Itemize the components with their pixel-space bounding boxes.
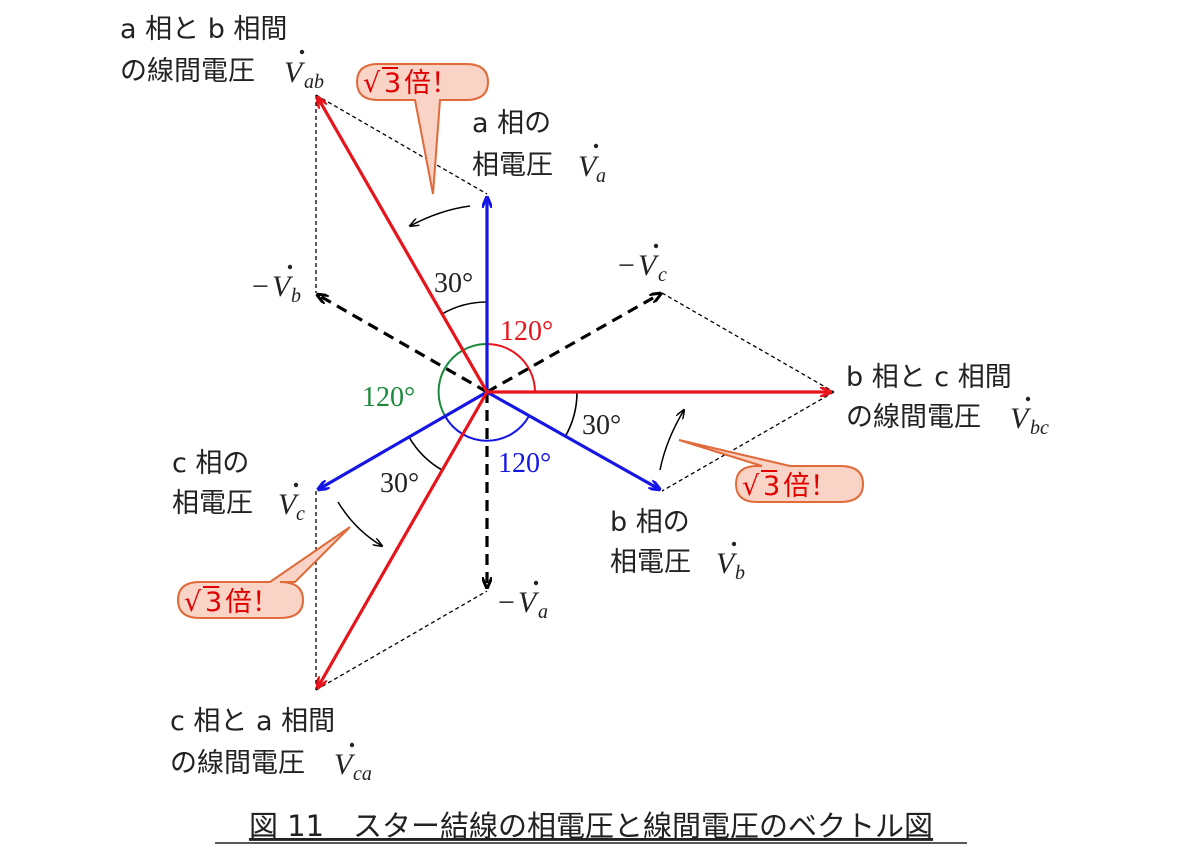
dot-mark (593, 143, 599, 149)
label-neg-va: − V a (496, 580, 548, 623)
callout-top-shape (355, 63, 490, 195)
label-neg-va-subscript: a (538, 601, 548, 623)
callout-left: √ 3 倍！ (176, 526, 351, 619)
rotation-arrow-left (337, 501, 382, 546)
arc-30-top (441, 301, 488, 315)
label-neg-vc-symbol: V (638, 249, 660, 282)
label-neg-vc-prefix: − (616, 249, 636, 282)
figure-caption: 図 11 スター結線の相電圧と線間電圧のベクトル図 (249, 809, 933, 843)
label-vc: c 相の 相電圧 V c (172, 448, 305, 525)
callout-left-root: 3 (205, 587, 222, 618)
construction-line (315, 94, 488, 195)
label-vab-line1: a 相と b 相間 (120, 14, 287, 45)
label-vbc: b 相と c 相間 の線間電圧 V bc (846, 362, 1049, 439)
callout-right: √ 3 倍！ (678, 439, 865, 503)
vector-neg-vb (318, 295, 488, 394)
callout-left-suffix: 倍！ (225, 587, 279, 618)
label-vca-line2: の線間電圧 (170, 748, 305, 779)
callout-top: √ 3 倍！ (355, 63, 490, 195)
label-vca: c 相と a 相間 の線間電圧 V ca (170, 706, 372, 785)
label-vab-symbol: V (284, 56, 306, 89)
construction-line (315, 590, 488, 691)
phase-vectors (319, 198, 659, 489)
label-vbc-line2: の線間電圧 (846, 402, 981, 433)
label-vc-symbol: V (278, 488, 300, 521)
label-vb-line2: 相電圧 (610, 547, 691, 578)
label-vca-subscript: ca (353, 763, 372, 785)
construction-lines (315, 94, 835, 691)
dot-mark (287, 264, 293, 270)
label-va-symbol: V (578, 150, 600, 183)
label-vca-symbol: V (334, 748, 356, 781)
label-vab-line2: の線間電圧 (120, 56, 255, 87)
rotation-arrow-top (410, 205, 471, 226)
arc-30-right (564, 391, 578, 438)
label-va: a 相の 相電圧 V a (472, 108, 606, 187)
label-neg-va-symbol: V (518, 586, 540, 619)
label-vc-line1: c 相の (172, 448, 249, 479)
label-neg-vc: − V c (616, 243, 667, 286)
label-vb-subscript: b (735, 562, 745, 584)
sqrt-sign: √ (184, 587, 202, 618)
vector-neg-vc (486, 294, 660, 394)
angle-arcs (408, 301, 578, 471)
label-va-line2: 相電圧 (472, 150, 553, 181)
line-vectors (318, 98, 830, 687)
sqrt-sign: √ (363, 68, 381, 99)
construction-line (661, 391, 835, 492)
label-neg-va-prefix: − (496, 586, 516, 619)
label-vbc-symbol: V (1010, 402, 1032, 435)
label-vab-subscript: ab (304, 71, 324, 93)
rotation-arrows (337, 205, 684, 546)
label-neg-vb: − V b (250, 264, 301, 307)
callout-top-root: 3 (384, 68, 401, 99)
callout-top-suffix: 倍！ (404, 68, 458, 99)
dot-mark (533, 580, 539, 586)
label-vb: b 相の 相電圧 V b (610, 507, 745, 584)
sqrt-sign: √ (742, 471, 760, 502)
label-vc-line2: 相電圧 (172, 488, 253, 519)
callout-right-suffix: 倍！ (783, 471, 837, 502)
label-va-line1: a 相の (472, 108, 551, 139)
dot-mark (299, 49, 305, 55)
dot-mark (1025, 396, 1031, 402)
label-neg-vb-subscript: b (291, 285, 301, 307)
arc-120-red (486, 343, 536, 393)
label-vb-line1: b 相の (610, 507, 690, 538)
arc-30-left (408, 436, 443, 471)
angle-label-120-red: 120° (500, 316, 553, 347)
label-neg-vc-subscript: c (658, 264, 667, 286)
dot-mark (731, 541, 737, 547)
label-vb-symbol: V (716, 547, 738, 580)
angle-label-30-left: 30° (380, 468, 419, 499)
construction-line (661, 292, 835, 393)
callout-right-root: 3 (763, 471, 780, 502)
label-va-subscript: a (596, 165, 606, 187)
label-vbc-subscript: bc (1030, 417, 1049, 439)
vector-vc (319, 390, 488, 489)
dot-mark (349, 742, 355, 748)
angle-label-30-right: 30° (582, 410, 621, 441)
rotation-arrow-right (659, 410, 684, 471)
label-vca-line1: c 相と a 相間 (170, 706, 335, 737)
label-vc-subscript: c (296, 503, 305, 525)
vector-vca (318, 391, 489, 687)
angle-label-120-blue: 120° (498, 448, 551, 479)
angle-label-30-top: 30° (434, 268, 473, 299)
label-neg-vb-prefix: − (250, 270, 270, 303)
callout-left-shape (176, 526, 351, 619)
angle-label-120-green: 120° (362, 382, 415, 413)
dot-mark (653, 243, 659, 249)
label-neg-vb-symbol: V (272, 270, 294, 303)
negative-phase-vectors (318, 294, 660, 587)
dot-mark (293, 482, 299, 488)
label-vab: a 相と b 相間 の線間電圧 V ab (120, 14, 324, 93)
arc-120-blue (444, 415, 530, 442)
vector-vab (318, 98, 489, 393)
arc-120-green (437, 342, 488, 417)
label-vbc-line1: b 相と c 相間 (846, 362, 1012, 393)
vector-vb (486, 390, 659, 489)
